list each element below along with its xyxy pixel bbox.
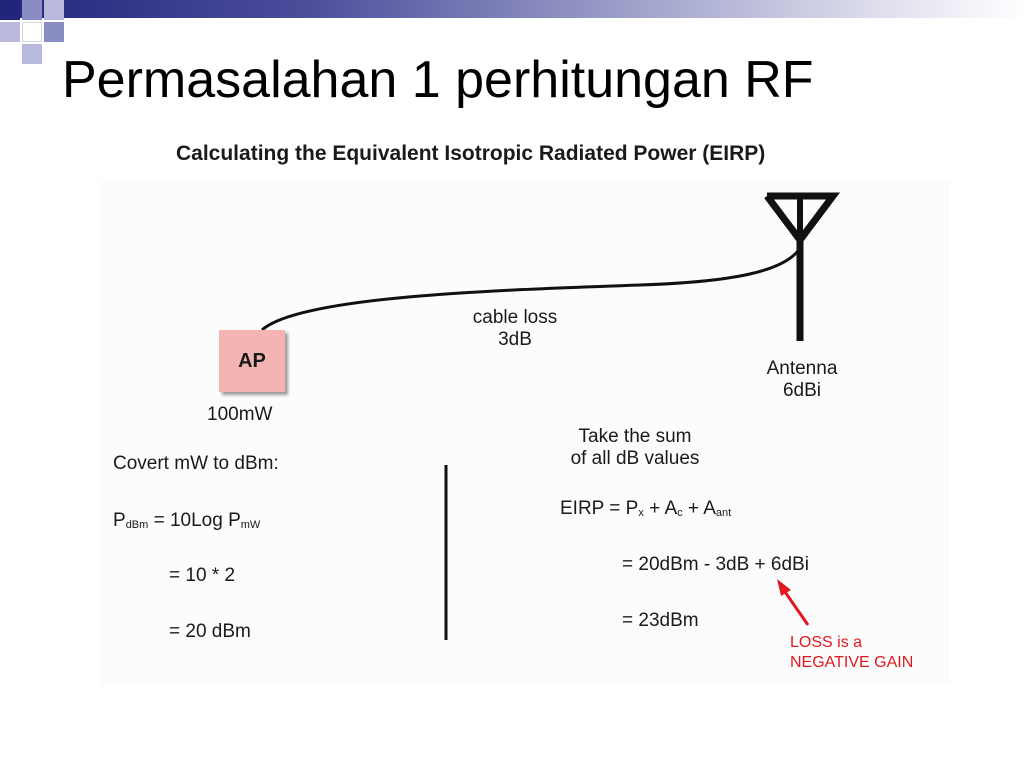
eirp-plus-a2: + A: [682, 498, 716, 519]
antenna-label: Antenna 6dBi: [742, 358, 862, 402]
decor-square: [0, 22, 20, 42]
right-calc-step1: = 20dBm - 3dB + 6dBi: [622, 554, 809, 575]
eirp-sub-c: c: [677, 507, 683, 519]
loss-note: LOSS is a NEGATIVE GAIN: [790, 633, 913, 673]
figure-title: Calculating the Equivalent Isotropic Rad…: [176, 142, 766, 165]
left-calc-formula: PdBm = 10Log PmW: [113, 510, 260, 532]
formula-sub-dbm: dBm: [125, 519, 149, 531]
loss-note-line2: NEGATIVE GAIN: [790, 654, 914, 671]
figure-panel: [100, 180, 950, 685]
red-arrow-icon: [777, 579, 810, 626]
left-calc-heading: Covert mW to dBm:: [113, 453, 279, 474]
eirp-formula: EIRP = Px + Ac + Aant: [560, 498, 731, 520]
antenna-line1: Antenna: [766, 358, 838, 379]
left-calc-step1: = 10 * 2: [169, 565, 236, 586]
right-calc-heading: Take the sum of all dB values: [540, 426, 730, 470]
cable-loss-label: cable loss 3dB: [450, 307, 580, 351]
decor-square: [22, 22, 42, 42]
ap-power: 100mW: [207, 404, 273, 425]
antenna-icon: [764, 192, 840, 341]
loss-note-line1: LOSS is a: [790, 634, 863, 651]
right-heading-line1: Take the sum: [578, 426, 692, 447]
cable-loss-line2: 3dB: [498, 329, 532, 350]
eirp-lhs: EIRP = P: [560, 498, 639, 519]
cable-loss-line1: cable loss: [472, 307, 558, 328]
header-gradient-bar: [0, 0, 1024, 18]
decor-square: [44, 0, 64, 20]
slide-title: Permasalahan 1 perhitungan RF: [62, 51, 814, 109]
decor-square: [0, 0, 20, 20]
cable-line: [261, 247, 802, 332]
right-heading-line2: of all dB values: [570, 448, 700, 469]
formula-p: P: [113, 510, 126, 531]
eirp-plus-a: + A: [643, 498, 678, 519]
eirp-sub-x: x: [638, 507, 644, 519]
decor-square: [22, 0, 42, 20]
antenna-line2: 6dBi: [782, 380, 822, 401]
decor-square: [44, 22, 64, 42]
ap-label: AP: [238, 349, 266, 372]
formula-sub-mw: mW: [240, 519, 261, 531]
left-calc-step2: = 20 dBm: [169, 621, 251, 642]
eirp-sub-ant: ant: [715, 507, 732, 519]
formula-mid: = 10Log P: [148, 510, 241, 531]
access-point-box: AP: [219, 330, 285, 392]
decor-square: [22, 44, 42, 64]
right-calc-step2: = 23dBm: [622, 610, 699, 631]
